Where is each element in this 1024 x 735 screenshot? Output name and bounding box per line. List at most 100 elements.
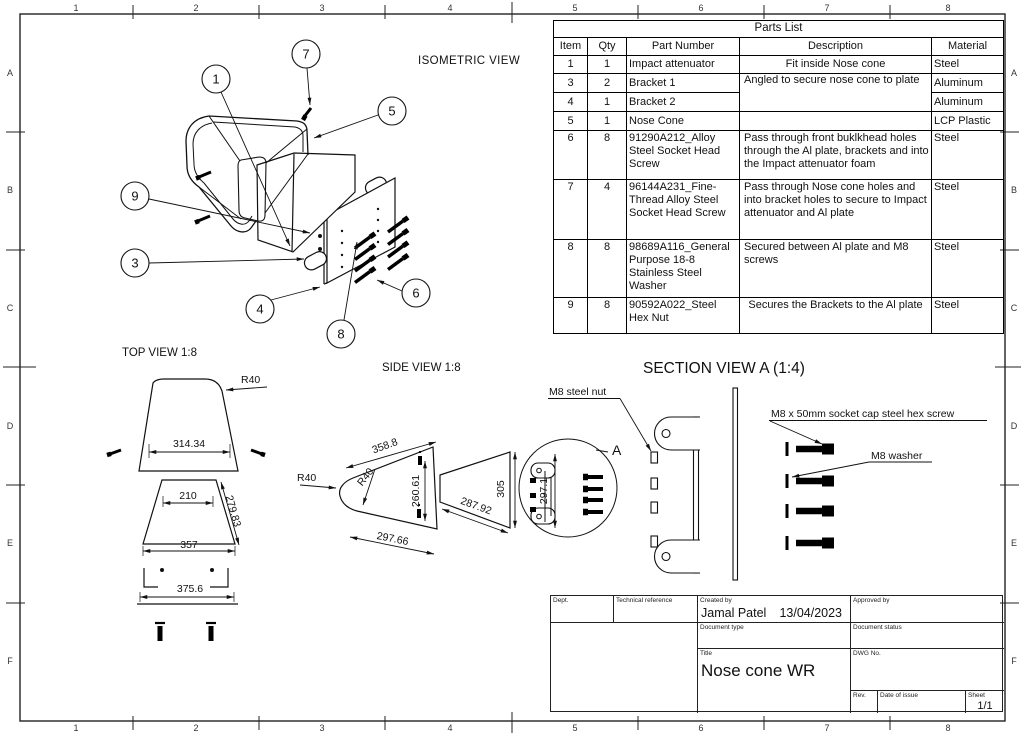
cell-material: Aluminum [930,73,1005,93]
cell-qty: 8 [587,297,627,334]
iso-screws-front [353,231,377,284]
svg-text:358.8: 358.8 [371,436,400,456]
balloon-1: 1 [212,72,219,87]
top-view: TOP VIEW 1:8 [106,347,268,641]
cell-item: 6 [553,130,588,180]
title-block: Dept. Technical reference Created by Jam… [550,595,1004,713]
cell-part-number: Bracket 1 [626,73,740,93]
cell-part-number: 90592A022_Steel Hex Nut [626,297,740,334]
cell-description: Secured between Al plate and M8 screws [739,239,932,298]
table-row: 1 1 Impact attenuator Fit inside Nose co… [553,55,1005,74]
drawing-title: Nose cone WR [701,661,816,680]
balloon-4: 4 [256,302,263,317]
isometric-view: ISOMETRIC VIEW [120,39,520,349]
table-row: 5 1 Nose Cone LCP Plastic [553,111,1005,131]
cell-item: 9 [553,297,588,334]
sheet-value: 1/1 [977,700,993,712]
cell-material: Steel [930,179,1005,240]
svg-text:375.6: 375.6 [177,583,203,595]
balloon-8: 8 [337,327,344,342]
svg-text:E: E [1011,538,1017,548]
created-by-label: Created by [700,597,732,604]
iso-screws-rear [386,215,410,271]
cell-qty: 8 [587,130,627,180]
col-header-description: Description [739,37,932,56]
svg-text:5: 5 [572,723,577,733]
col-header-item: Item [553,37,588,56]
cell-item: 4 [553,92,588,112]
balloon-5: 5 [388,104,395,119]
section-view-title: SECTION VIEW A (1:4) [643,360,805,377]
top-view-screws [106,448,266,625]
isometric-view-title: ISOMETRIC VIEW [418,55,520,67]
svg-text:2: 2 [193,3,198,13]
title-block-created-cell: Created by Jamal Patel 13/04/2023 [698,596,851,623]
cell-item: 7 [553,179,588,240]
title-block-dwg-cell: DWG No. [851,649,1004,691]
top-view-dimensions [139,386,268,602]
svg-text:R40: R40 [241,374,260,386]
iso-cone-screws [194,107,313,225]
svg-text:1: 1 [73,723,78,733]
document-status-label: Document status [853,624,902,631]
table-row: 9 8 90592A022_Steel Hex Nut Secures the … [553,297,1005,334]
svg-text:A: A [7,68,13,78]
side-view-title: SIDE VIEW 1:8 [382,362,461,374]
detail-a-label: A [612,442,622,458]
svg-text:6: 6 [698,3,703,13]
svg-text:D: D [1011,421,1018,431]
title-block-techref-cell: Technical reference [614,596,698,623]
cell-description: Pass through front buklkhead holes throu… [739,130,932,180]
cell-material: Steel [930,297,1005,334]
col-header-qty: Qty [587,37,627,56]
svg-text:F: F [7,656,13,666]
cell-description [739,111,932,131]
created-by-value: Jamal Patel [701,606,767,620]
detail-a-dim: 297.1 [538,478,550,504]
detail-circle-a [518,438,618,538]
dwg-no-label: DWG No. [853,650,881,657]
parts-list-title-row: Parts List [552,20,1005,38]
svg-text:F: F [1011,656,1017,666]
cell-part-number: Bracket 2 [626,92,740,112]
section-screws [785,442,834,550]
top-view-holes [160,568,214,572]
title-block-doctype-cell: Document type [698,623,851,649]
svg-text:357: 357 [180,539,198,551]
cell-qty: 2 [587,73,627,93]
svg-text:5: 5 [572,3,577,13]
washer-callout: M8 washer [871,450,923,462]
side-view-dimensions [299,441,517,555]
parts-list-table: Parts List Item Qty Part Number Descript… [552,20,1005,334]
svg-text:260.61: 260.61 [410,475,422,507]
iso-nose-cone [185,115,309,233]
cell-part-number: Nose Cone [626,111,740,131]
section-callout-labels: M8 steel nut M8 x 50mm socket cap steel … [549,386,955,462]
side-view-dim-labels: R40 R40 358.8 260.61 297.66 287.92 305 [297,436,507,548]
sheet-label: Sheet [968,692,985,699]
svg-text:2: 2 [193,723,198,733]
svg-text:305: 305 [495,480,507,498]
title-block-docstatus-cell: Document status [851,623,1004,649]
svg-text:B: B [1011,185,1017,195]
svg-text:A: A [1011,68,1017,78]
section-geometry [650,387,739,581]
parts-list-header-row: Item Qty Part Number Description Materia… [553,37,1005,56]
top-view-screw-bodies [157,626,214,641]
cell-part-number: 96144A231_Fine-Thread Alloy Steel Socket… [626,179,740,240]
svg-text:287.92: 287.92 [459,495,493,517]
svg-text:3: 3 [319,723,324,733]
top-view-dim-labels: R40 314.34 210 279.83 357 375.6 [173,374,260,595]
cell-qty: 1 [587,92,627,112]
table-row: 4 1 Bracket 2 Aluminum [553,92,1005,112]
col-header-material: Material [930,37,1005,56]
title-block-approved-cell: Approved by [851,596,1004,623]
rev-label: Rev. [853,692,866,699]
title-block-rev-cell: Rev. [851,691,878,713]
cell-description: Angled to secure nose cone to plate [739,73,932,112]
balloon-3: 3 [131,256,138,271]
svg-text:314.34: 314.34 [173,438,205,450]
cell-description: Secures the Brackets to the Al plate [739,297,932,334]
svg-text:B: B [7,185,13,195]
